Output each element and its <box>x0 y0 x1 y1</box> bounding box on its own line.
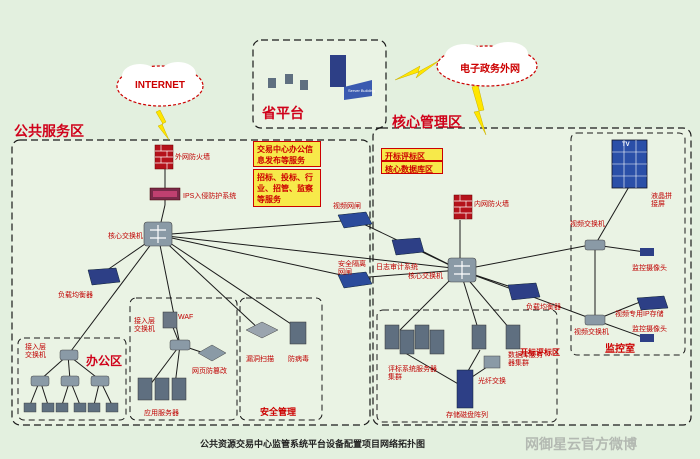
office-zone <box>17 337 127 421</box>
camera-icon <box>640 248 654 342</box>
building-icon <box>268 55 372 100</box>
web-tamper-icon <box>197 344 227 362</box>
bid-zone-title: 开标评标区 <box>520 348 560 357</box>
vuln-scan-icon <box>245 321 279 339</box>
vuln-scan-label: 漏洞扫描 <box>246 356 274 363</box>
ips-label: IPS入侵防护系统 <box>183 193 237 200</box>
lb-right-label: 负载均衡器 <box>526 304 561 311</box>
office-zone-title: 办公区 <box>86 354 123 368</box>
access-switch-icon <box>169 339 191 351</box>
server-building-label: Server Building <box>348 88 376 93</box>
lcd-wall-label: 液晶拼接屏 <box>651 193 672 208</box>
ext-firewall-label: 外网防火墙 <box>175 154 210 161</box>
access-switch-icon <box>30 375 110 387</box>
log-audit-icon <box>391 237 425 256</box>
core-zone-title: 核心管理区 <box>392 114 462 130</box>
load-balancer-icon <box>87 267 121 286</box>
int-firewall-label: 内网防火墙 <box>474 201 509 208</box>
security-zone-title: 安全管理 <box>260 407 297 417</box>
province-zone-title: 省平台 <box>262 105 304 121</box>
lb-left-label: 负载均衡器 <box>58 292 93 299</box>
video-switch-top-label: 视频交换机 <box>570 221 605 228</box>
public-zone-title: 公共服务区 <box>14 123 84 139</box>
access-switch-icon <box>59 349 79 361</box>
ips-icon <box>149 187 181 201</box>
core-switch-icon <box>143 221 173 247</box>
firewall-icon <box>154 144 174 170</box>
fiber-switch-icon <box>483 355 501 369</box>
lightning-icon <box>471 84 487 136</box>
app-access-switch-label: 接入层交换机 <box>134 318 155 333</box>
video-switch-bottom-label: 视频交换机 <box>574 329 609 336</box>
core-switch-right-label: 核心交换机 <box>408 273 443 280</box>
video-switch-icon <box>584 314 606 326</box>
camera-1-label: 监控摄像头 <box>632 265 667 272</box>
monitor-zone-title: 监控室 <box>605 344 635 355</box>
waf-label: WAF <box>178 314 194 321</box>
app-zone <box>129 297 238 421</box>
ip-storage-label: 视频专用IP存储 <box>615 311 664 318</box>
office-access-switch-label: 接入层交换机 <box>25 344 46 359</box>
waf-icon <box>162 311 178 329</box>
video-switch-icon <box>584 239 606 251</box>
core-box-1: 开标评标区 <box>381 148 443 161</box>
lightning-icon <box>155 109 170 141</box>
security-zone <box>239 297 323 421</box>
egov-label: 电子政务外网 <box>460 64 520 75</box>
pc-icon <box>23 402 119 413</box>
video-gateway-icon <box>337 211 373 229</box>
ip-storage-icon <box>636 295 669 311</box>
lightning-icon <box>394 59 441 81</box>
info-box-1: 交易中心办公信息发布等服务 <box>253 141 321 167</box>
core-box-2: 核心数据库区 <box>381 161 443 174</box>
server-icon <box>137 377 187 401</box>
video-gw-label: 视频网闸 <box>333 203 361 210</box>
db-cluster-label: 数据库服务器集群 <box>508 352 543 367</box>
camera-2-label: 监控摄像头 <box>632 326 667 333</box>
fiber-switch-label: 光纤交换 <box>478 378 506 385</box>
eval-cluster-label: 评标系统服务器集群 <box>388 366 437 381</box>
core-switch-left-label: 核心交换机 <box>108 233 143 240</box>
bid-zone <box>376 309 558 423</box>
tv-icon <box>611 139 648 189</box>
firewall-icon <box>453 194 473 220</box>
province-zone <box>252 39 387 129</box>
security-gateway-icon <box>337 271 373 289</box>
storage-icon <box>456 369 474 409</box>
internet-label: INTERNET <box>135 80 185 91</box>
server-icon <box>384 324 445 355</box>
sec-gw-label: 安全隔离网闸 <box>338 261 366 276</box>
core-switch-icon <box>447 257 477 283</box>
web-tamper-label: 网页防篡改 <box>192 368 227 375</box>
load-balancer-icon <box>507 282 541 301</box>
diagram-title: 公共资源交易中心监管系统平台设备配置项目网络拓扑图 <box>200 439 426 449</box>
watermark: 网御星云官方微博 <box>525 436 637 452</box>
storage-label: 存储磁盘阵列 <box>446 412 488 419</box>
log-audit-label: 日志审计系统 <box>376 264 418 271</box>
antivirus-label: 防病毒 <box>288 356 309 363</box>
internet-cloud <box>116 62 204 107</box>
server-icon <box>471 324 521 350</box>
monitor-zone <box>570 132 686 356</box>
tv-label: TV <box>622 142 630 148</box>
info-box-2: 招标、投标、行业、招管、监察等服务 <box>253 169 321 207</box>
app-server-label: 应用服务器 <box>144 410 179 417</box>
antivirus-icon <box>289 321 307 345</box>
egov-cloud <box>436 42 538 87</box>
